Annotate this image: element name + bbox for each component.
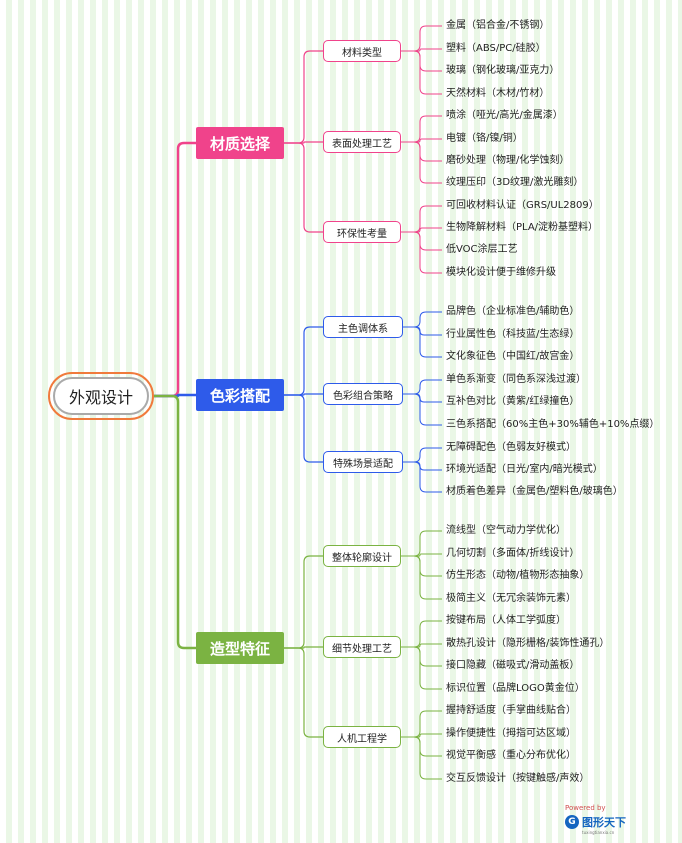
- leaf-topic[interactable]: 按键布局（人体工学弧度）: [446, 615, 566, 626]
- sub-topic-node[interactable]: 材料类型: [323, 40, 401, 62]
- leaf-topic[interactable]: 环境光适配（日光/室内/暗光模式）: [446, 464, 603, 475]
- leaf-topic[interactable]: 互补色对比（黄紫/红绿撞色）: [446, 396, 580, 407]
- sub-to-leaf-connector: [401, 710, 442, 738]
- branch-to-sub-connector: [284, 555, 323, 649]
- sub-to-leaf-connector: [403, 461, 442, 493]
- leaf-topic[interactable]: 纹理压印（3D纹理/激光雕刻）: [446, 177, 584, 188]
- branch-node[interactable]: 材质选择: [196, 127, 284, 159]
- logo-icon: G: [565, 815, 579, 829]
- branch-node[interactable]: 色彩搭配: [196, 379, 284, 411]
- branch-to-sub-connector: [284, 141, 323, 144]
- sub-to-leaf-connector: [403, 461, 442, 471]
- sub-to-leaf-connector: [401, 231, 442, 274]
- sub-topic-node[interactable]: 色彩组合策略: [323, 383, 403, 405]
- leaf-topic[interactable]: 视觉平衡感（重心分布优化）: [446, 750, 576, 761]
- sub-to-leaf-connector: [401, 48, 442, 52]
- sub-to-leaf-connector: [403, 379, 442, 395]
- leaf-topic[interactable]: 无障碍配色（色弱友好模式）: [446, 442, 576, 453]
- sub-to-leaf-connector: [401, 555, 442, 600]
- root-to-branch-connector: [154, 141, 196, 398]
- sub-topic-node[interactable]: 整体轮廓设计: [323, 545, 401, 567]
- sub-topic-node[interactable]: 环保性考量: [323, 221, 401, 243]
- leaf-topic[interactable]: 材质着色差异（金属色/塑料色/玻璃色）: [446, 486, 623, 497]
- sub-to-leaf-connector: [403, 393, 442, 426]
- sub-to-leaf-connector: [401, 736, 442, 757]
- leaf-topic[interactable]: 三色系搭配（60%主色+30%辅色+10%点缀）: [446, 419, 660, 430]
- branch-to-sub-connector: [284, 646, 323, 649]
- powered-by-text: Powered by: [565, 804, 606, 812]
- sub-topic-node[interactable]: 主色调体系: [323, 316, 403, 338]
- sub-to-leaf-connector: [403, 326, 442, 336]
- leaf-topic[interactable]: 文化象征色（中国红/故宫金）: [446, 351, 580, 362]
- root-to-branch-connector: [154, 394, 196, 650]
- sub-topic-node[interactable]: 特殊场景适配: [323, 451, 403, 473]
- leaf-topic[interactable]: 仿生形态（动物/植物形态抽象）: [446, 570, 590, 581]
- powered-by-logo: Powered by G 图形天下 tuxingtianxia.cn: [565, 804, 626, 835]
- leaf-topic[interactable]: 接口隐藏（磁吸式/滑动盖板）: [446, 660, 580, 671]
- leaf-topic[interactable]: 低VOC涂层工艺: [446, 244, 518, 255]
- root-node[interactable]: 外观设计: [48, 372, 154, 420]
- root-to-branch-connector: [154, 393, 196, 398]
- leaf-topic[interactable]: 品牌色（企业标准色/辅助色）: [446, 306, 580, 317]
- leaf-topic[interactable]: 塑料（ABS/PC/硅胶）: [446, 43, 546, 54]
- sub-topic-node[interactable]: 表面处理工艺: [323, 131, 401, 153]
- sub-to-leaf-connector: [401, 646, 442, 690]
- sub-to-leaf-connector: [401, 231, 442, 251]
- branch-to-sub-connector: [284, 326, 323, 396]
- root-node-label: 外观设计: [53, 377, 149, 415]
- leaf-topic[interactable]: 标识位置（品牌LOGO黄金位）: [446, 683, 585, 694]
- leaf-topic[interactable]: 握持舒适度（手掌曲线贴合）: [446, 705, 576, 716]
- leaf-topic[interactable]: 交互反馈设计（按键触感/声效）: [446, 773, 590, 784]
- leaf-topic[interactable]: 行业属性色（科技蓝/生态绿）: [446, 329, 580, 340]
- sub-to-leaf-connector: [403, 326, 442, 358]
- leaf-topic[interactable]: 玻璃（钢化玻璃/亚克力）: [446, 65, 560, 76]
- sub-to-leaf-connector: [401, 530, 442, 557]
- sub-to-leaf-connector: [401, 555, 442, 577]
- branch-to-sub-connector: [284, 394, 323, 463]
- leaf-topic[interactable]: 模块化设计便于维修升级: [446, 267, 556, 278]
- sub-to-leaf-connector: [401, 646, 442, 667]
- sub-to-leaf-connector: [401, 227, 442, 233]
- sub-to-leaf-connector: [403, 393, 442, 403]
- leaf-topic[interactable]: 操作便捷性（拇指可达区域）: [446, 728, 576, 739]
- branch-node[interactable]: 造型特征: [196, 632, 284, 664]
- leaf-topic[interactable]: 流线型（空气动力学优化）: [446, 525, 566, 536]
- logo-url: tuxingtianxia.cn: [582, 830, 615, 835]
- logo-name: 图形天下: [582, 816, 626, 829]
- sub-to-leaf-connector: [401, 553, 442, 557]
- leaf-topic[interactable]: 生物降解材料（PLA/淀粉基塑料）: [446, 222, 599, 233]
- sub-to-leaf-connector: [401, 141, 442, 162]
- leaf-topic[interactable]: 散热孔设计（隐形栅格/装饰性通孔）: [446, 638, 610, 649]
- branch-to-sub-connector: [284, 50, 323, 144]
- leaf-topic[interactable]: 可回收材料认证（GRS/UL2809）: [446, 200, 599, 211]
- leaf-topic[interactable]: 磨砂处理（物理/化学蚀刻）: [446, 155, 570, 166]
- sub-to-leaf-connector: [401, 25, 442, 52]
- sub-to-leaf-connector: [403, 447, 442, 463]
- sub-to-leaf-connector: [401, 643, 442, 648]
- leaf-topic[interactable]: 电镀（铬/镍/铜）: [446, 133, 523, 144]
- sub-to-leaf-connector: [401, 733, 442, 738]
- sub-to-leaf-connector: [401, 50, 442, 72]
- leaf-topic[interactable]: 单色系渐变（同色系深浅过渡）: [446, 374, 586, 385]
- sub-topic-node[interactable]: 细节处理工艺: [323, 636, 401, 658]
- sub-to-leaf-connector: [401, 620, 442, 648]
- sub-to-leaf-connector: [401, 736, 442, 780]
- sub-to-leaf-connector: [401, 115, 442, 143]
- leaf-topic[interactable]: 极简主义（无冗余装饰元素）: [446, 593, 576, 604]
- sub-to-leaf-connector: [401, 50, 442, 95]
- branch-to-sub-connector: [284, 647, 323, 738]
- sub-to-leaf-connector: [401, 141, 442, 184]
- branch-to-sub-connector: [284, 393, 323, 396]
- leaf-topic[interactable]: 喷涂（哑光/高光/金属漆）: [446, 110, 563, 121]
- sub-to-leaf-connector: [401, 138, 442, 143]
- leaf-topic[interactable]: 几何切割（多面体/折线设计）: [446, 548, 580, 559]
- leaf-topic[interactable]: 天然材料（木材/竹材）: [446, 88, 550, 99]
- sub-topic-node[interactable]: 人机工程学: [323, 726, 401, 748]
- leaf-topic[interactable]: 金属（铝合金/不锈钢）: [446, 20, 550, 31]
- branch-to-sub-connector: [284, 142, 323, 233]
- sub-to-leaf-connector: [403, 311, 442, 328]
